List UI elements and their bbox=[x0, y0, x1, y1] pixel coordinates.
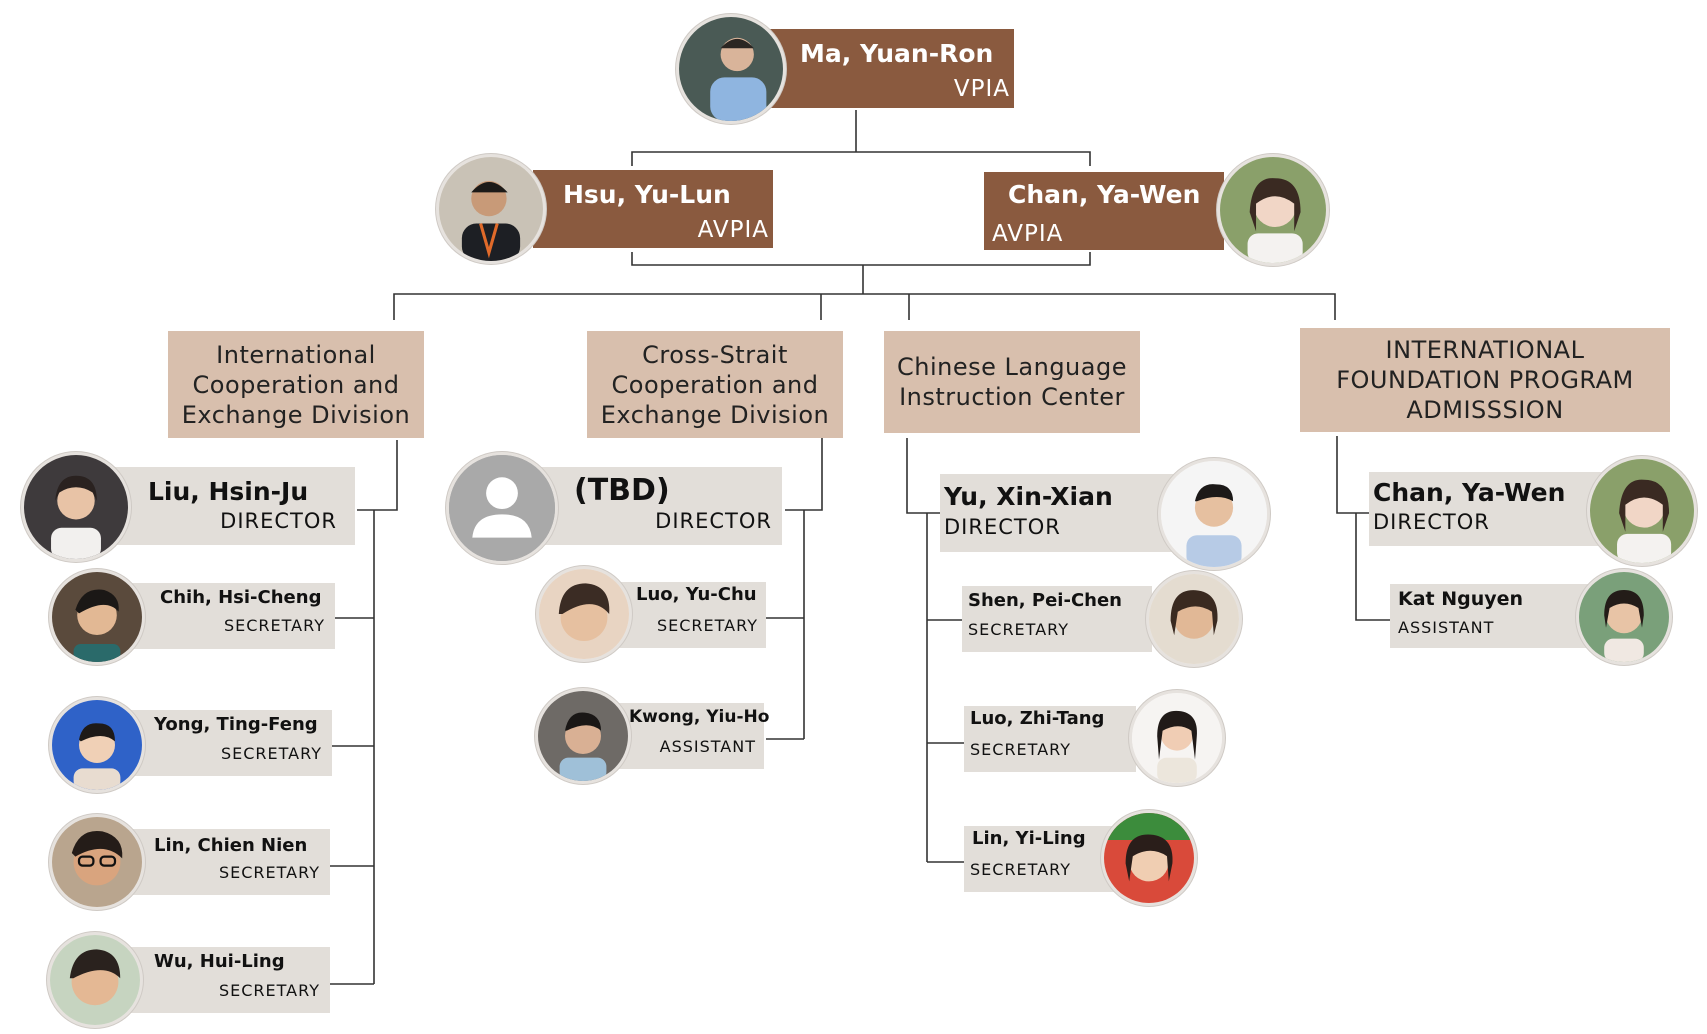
division-2-director-role: DIRECTOR bbox=[655, 509, 772, 533]
division-1-director-role: DIRECTOR bbox=[220, 509, 337, 533]
division-1-staff-1-photo bbox=[49, 569, 145, 665]
vpia-role: VPIA bbox=[953, 76, 1010, 102]
division-1-staff-4-name: Wu, Hui-Ling bbox=[154, 951, 285, 972]
division-2-staff-2-role: ASSISTANT bbox=[659, 737, 756, 756]
division-3-staff-3-name: Lin, Yi-Ling bbox=[972, 828, 1086, 849]
division-3-title: Chinese Language Instruction Center bbox=[884, 331, 1140, 433]
division-4-staff-1-name: Kat Nguyen bbox=[1398, 588, 1524, 610]
avpia-right-card: Chan, Ya-Wen AVPIA bbox=[984, 172, 1224, 250]
vpia-card: Ma, Yuan-Ron VPIA bbox=[770, 29, 1014, 108]
division-3-director-card: Yu, Xin-Xian DIRECTOR bbox=[940, 474, 1180, 552]
division-1-staff-3-card: Lin, Chien Nien SECRETARY bbox=[130, 829, 330, 895]
division-2-staff-2-photo bbox=[535, 688, 631, 784]
division-3-staff-1-card: Shen, Pei-Chen SECRETARY bbox=[962, 586, 1152, 652]
division-3-director-role: DIRECTOR bbox=[944, 515, 1061, 539]
division-2-director-card: (TBD) DIRECTOR bbox=[538, 467, 782, 545]
division-4-staff-1-role: ASSISTANT bbox=[1398, 618, 1495, 637]
avpia-left-photo bbox=[436, 154, 546, 264]
division-4-staff-1-photo bbox=[1576, 569, 1672, 665]
avpia-left-role: AVPIA bbox=[697, 217, 769, 243]
division-4-staff-1-card: Kat Nguyen ASSISTANT bbox=[1390, 584, 1590, 648]
division-3-staff-2-card: Luo, Zhi-Tang SECRETARY bbox=[964, 706, 1136, 772]
division-4-title: INTERNATIONAL FOUNDATION PROGRAM ADMISSS… bbox=[1300, 328, 1670, 432]
division-1-staff-2-photo bbox=[49, 697, 145, 793]
division-2-staff-1-photo bbox=[536, 566, 632, 662]
division-1-director-card: Liu, Hsin-Ju DIRECTOR bbox=[110, 467, 355, 545]
avpia-right-role: AVPIA bbox=[992, 221, 1064, 247]
division-2-staff-2-card: Kwong, Yiu-Ho ASSISTANT bbox=[606, 703, 769, 769]
vpia-photo bbox=[676, 14, 786, 124]
avpia-left-card: Hsu, Yu-Lun AVPIA bbox=[533, 170, 773, 248]
division-4-director-name: Chan, Ya-Wen bbox=[1373, 478, 1566, 507]
division-3-staff-3-photo bbox=[1101, 810, 1197, 906]
division-1-staff-4-photo bbox=[47, 932, 143, 1028]
division-3-director-photo bbox=[1158, 458, 1270, 570]
division-1-staff-2-role: SECRETARY bbox=[220, 744, 322, 763]
division-4-director-role: DIRECTOR bbox=[1373, 510, 1490, 534]
division-2-staff-1-role: SECRETARY bbox=[656, 616, 758, 635]
division-4-director-card: Chan, Ya-Wen DIRECTOR bbox=[1369, 472, 1609, 546]
division-2-title: Cross-Strait Cooperation and Exchange Di… bbox=[587, 331, 843, 438]
vpia-name: Ma, Yuan-Ron bbox=[800, 39, 994, 68]
division-1-staff-3-role: SECRETARY bbox=[218, 863, 320, 882]
division-1-staff-4-card: Wu, Hui-Ling SECRETARY bbox=[130, 947, 330, 1013]
division-4-director-photo bbox=[1587, 456, 1697, 566]
division-1-title: International Cooperation and Exchange D… bbox=[168, 331, 424, 438]
division-3-staff-1-role: SECRETARY bbox=[968, 620, 1070, 639]
division-2-staff-1-card: Luo, Yu-Chu SECRETARY bbox=[606, 582, 766, 648]
division-1-staff-2-card: Yong, Ting-Feng SECRETARY bbox=[130, 710, 332, 776]
division-1-staff-1-name: Chih, Hsi-Cheng bbox=[160, 587, 322, 608]
division-2-staff-2-name: Kwong, Yiu-Ho bbox=[629, 707, 770, 727]
division-3-staff-2-role: SECRETARY bbox=[970, 740, 1072, 759]
division-1-staff-2-name: Yong, Ting-Feng bbox=[154, 714, 318, 735]
division-3-staff-1-photo bbox=[1146, 571, 1242, 667]
division-3-director-name: Yu, Xin-Xian bbox=[944, 482, 1113, 511]
division-3-staff-3-role: SECRETARY bbox=[970, 860, 1072, 879]
division-1-director-name: Liu, Hsin-Ju bbox=[148, 477, 309, 506]
division-1-director-photo bbox=[21, 452, 131, 562]
division-2-director-name: (TBD) bbox=[574, 473, 670, 508]
division-1-staff-4-role: SECRETARY bbox=[218, 981, 320, 1000]
division-1-staff-1-role: SECRETARY bbox=[223, 616, 325, 635]
division-2-director-photo bbox=[446, 452, 558, 564]
division-1-staff-1-card: Chih, Hsi-Cheng SECRETARY bbox=[130, 583, 335, 649]
division-1-staff-3-photo bbox=[49, 814, 145, 910]
avpia-left-name: Hsu, Yu-Lun bbox=[563, 180, 731, 209]
division-3-staff-2-name: Luo, Zhi-Tang bbox=[970, 708, 1105, 729]
avpia-right-photo bbox=[1217, 154, 1329, 266]
division-3-staff-1-name: Shen, Pei-Chen bbox=[968, 590, 1122, 611]
avpia-right-name: Chan, Ya-Wen bbox=[1008, 180, 1201, 209]
division-3-staff-2-photo bbox=[1129, 690, 1225, 786]
division-2-staff-1-name: Luo, Yu-Chu bbox=[636, 584, 757, 605]
division-1-staff-3-name: Lin, Chien Nien bbox=[154, 835, 308, 856]
